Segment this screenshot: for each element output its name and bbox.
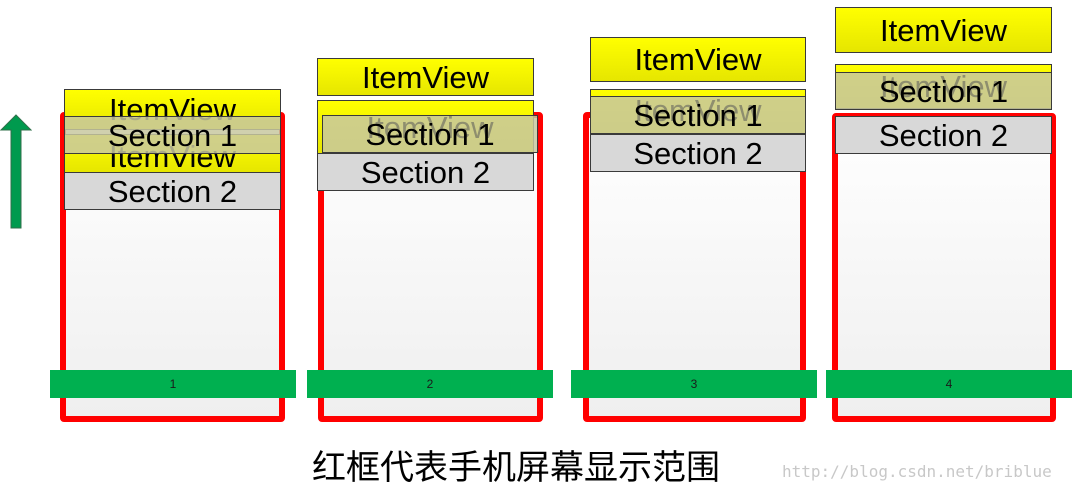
panel-number: 2 — [426, 377, 434, 391]
watermark: http://blog.csdn.net/briblue — [782, 462, 1052, 481]
section-label: Section 2 — [360, 154, 491, 190]
section-label: Section 1 — [107, 117, 238, 153]
section-header-1: Section 1 — [64, 116, 281, 154]
item-view: ItemView — [835, 7, 1052, 53]
section-label: Section 2 — [107, 173, 238, 209]
panel-number: 3 — [690, 377, 698, 391]
caption: 红框代表手机屏幕显示范围 — [312, 448, 720, 488]
item-view: ItemView — [317, 58, 534, 96]
item-view-label: ItemView — [634, 42, 762, 77]
item-view: ItemView — [590, 37, 806, 82]
section-header-2: Section 2 — [64, 172, 281, 210]
panel-number: 1 — [169, 377, 177, 391]
section-header-2: Section 2 — [590, 134, 806, 172]
ghost-item-view-label: ItemView — [634, 96, 762, 128]
section-label: Section 1 — [633, 97, 763, 133]
scroll-up-arrow-icon — [0, 114, 33, 230]
section-header-2: Section 2 — [317, 153, 534, 191]
item-view-label: ItemView — [880, 12, 1007, 48]
section-header-2: Section 2 — [835, 116, 1052, 154]
panel-number-bar: 1 — [50, 370, 296, 398]
ghost-item-view-label: ItemView — [366, 115, 494, 145]
ghost-item-view-label: ItemView — [880, 72, 1007, 104]
panel-number-bar: 4 — [826, 370, 1072, 398]
item-view-label: ItemView — [362, 59, 489, 95]
panel-number-bar: 3 — [571, 370, 817, 398]
panel-number: 4 — [945, 377, 953, 391]
section-label: Section 1 — [878, 73, 1009, 109]
panel-number-bar: 2 — [307, 370, 553, 398]
section-label: Section 1 — [365, 116, 495, 152]
section-label: Section 2 — [633, 135, 763, 171]
section-label: Section 2 — [878, 117, 1009, 153]
